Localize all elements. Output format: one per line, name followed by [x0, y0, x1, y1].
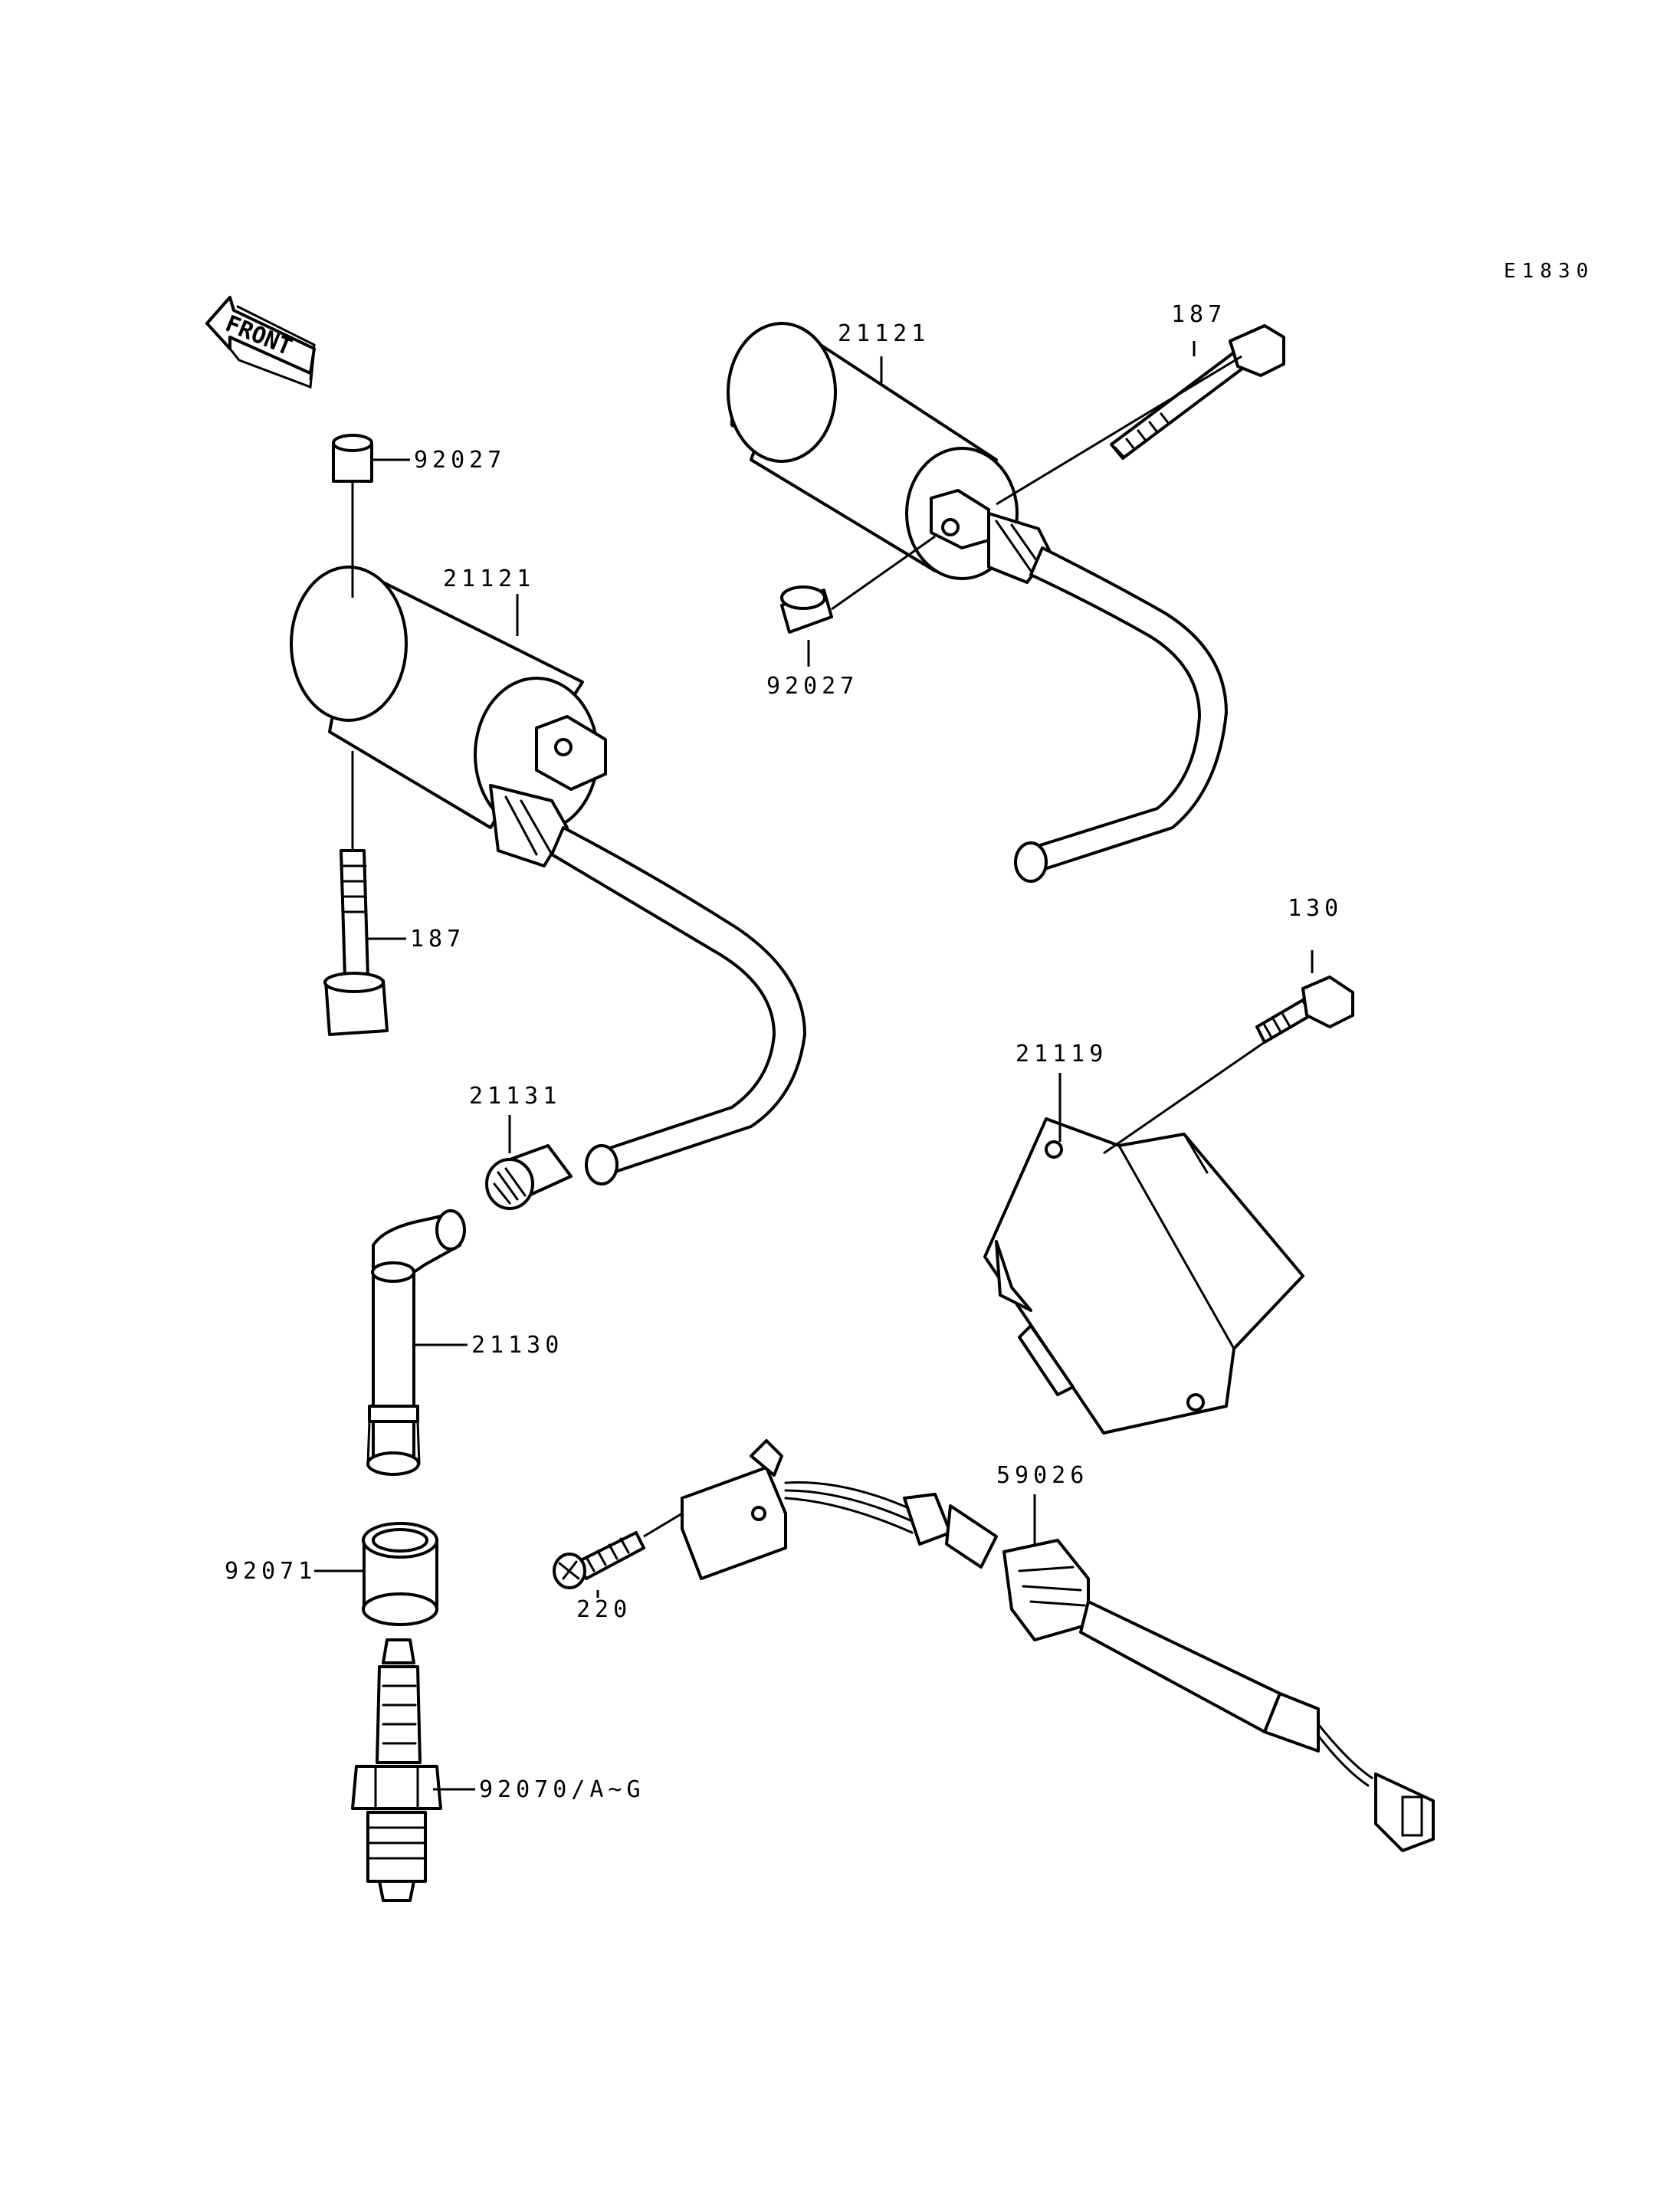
diagram-code: E1830 [1504, 260, 1594, 283]
label-bolt-187-left: 187 [410, 926, 465, 953]
label-coil-right: 21121 [838, 320, 930, 347]
label-igniter-21119: 21119 [1016, 1041, 1107, 1067]
label-connector-59026: 59026 [996, 1462, 1088, 1489]
label-screw-220: 220 [576, 1596, 632, 1623]
spark-plug-cap-21130 [366, 1209, 466, 1476]
ignition-coil-left [290, 566, 806, 1185]
label-rubber-cap-92071: 92071 [225, 1558, 317, 1585]
ignition-coil-right [727, 322, 1228, 883]
label-collar-92027-right: 92027 [766, 673, 858, 700]
label-bolt-130: 130 [1288, 895, 1343, 922]
cap-21131 [485, 1144, 573, 1210]
collar-92027-left [332, 434, 373, 483]
label-plug-cap-21130: 21130 [471, 1332, 563, 1359]
front-arrow-icon: FRONT [205, 296, 316, 389]
bolt-130 [1255, 976, 1354, 1044]
label-bolt-187-right: 187 [1171, 301, 1226, 328]
rubber-cap-92071 [362, 1522, 438, 1626]
label-cap-21131: 21131 [469, 1083, 561, 1110]
pickup-coil-59026 [681, 1439, 1435, 1852]
screw-220 [553, 1531, 645, 1589]
label-coil-left: 21121 [443, 566, 535, 592]
label-collar-92027-left: 92027 [414, 447, 506, 474]
igniter-unit [983, 1117, 1304, 1435]
collar-92027-right [780, 585, 833, 634]
spark-plug-92070 [351, 1638, 442, 1902]
label-spark-plug-92070: 92070/A~G [479, 1776, 645, 1803]
bolt-187-right [1110, 324, 1285, 460]
bolt-187-left [323, 849, 389, 1036]
